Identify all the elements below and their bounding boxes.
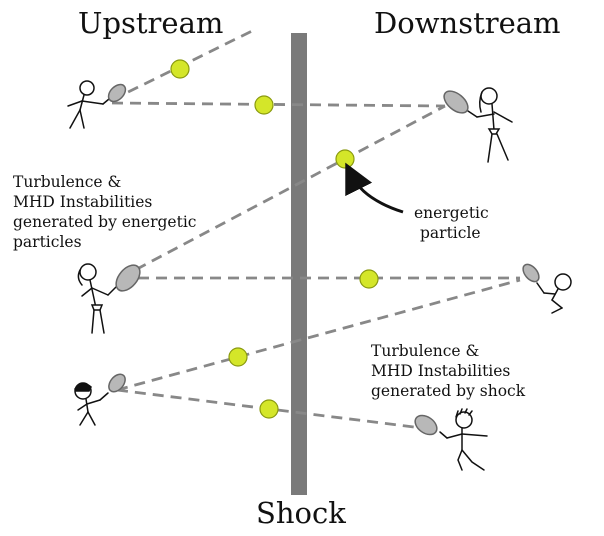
ball-icon (259, 399, 279, 419)
note-line: Turbulence & (13, 173, 122, 191)
player-6-icon (414, 408, 488, 471)
trajectory-line (119, 104, 446, 280)
energetic-particle-note: energetic particle (414, 203, 489, 243)
note-line: energetic (414, 204, 489, 222)
trajectories (111, 28, 521, 430)
arrow-icon (345, 162, 404, 214)
ball-icon (228, 347, 248, 367)
ball-icon (254, 95, 274, 115)
note-line: particle (420, 224, 481, 242)
ball-icon (335, 149, 355, 169)
balls (170, 59, 379, 419)
trajectory-line (111, 101, 446, 108)
player-2-icon (443, 87, 513, 163)
ball-icon (170, 59, 190, 79)
downstream-heading: Downstream (374, 6, 561, 40)
player-3-icon (77, 263, 141, 334)
player-5-icon (74, 373, 126, 426)
player-4-icon (522, 263, 572, 314)
upstream-turbulence-note: Turbulence & MHD Instabilities generated… (13, 172, 196, 252)
upstream-heading: Upstream (78, 6, 224, 40)
ball-icon (359, 269, 379, 289)
shock-label: Shock (256, 496, 346, 530)
note-line: generated by shock (371, 382, 526, 400)
note-line: generated by energetic (13, 213, 197, 231)
note-line: MHD Instabilities (371, 362, 511, 380)
shock-bar (291, 33, 307, 495)
note-line: particles (13, 233, 82, 251)
note-line: MHD Instabilities (13, 193, 153, 211)
trajectory-line (116, 278, 521, 392)
note-line: Turbulence & (371, 342, 480, 360)
shock-turbulence-note: Turbulence & MHD Instabilities generated… (371, 341, 525, 401)
player-1-icon (67, 80, 127, 129)
